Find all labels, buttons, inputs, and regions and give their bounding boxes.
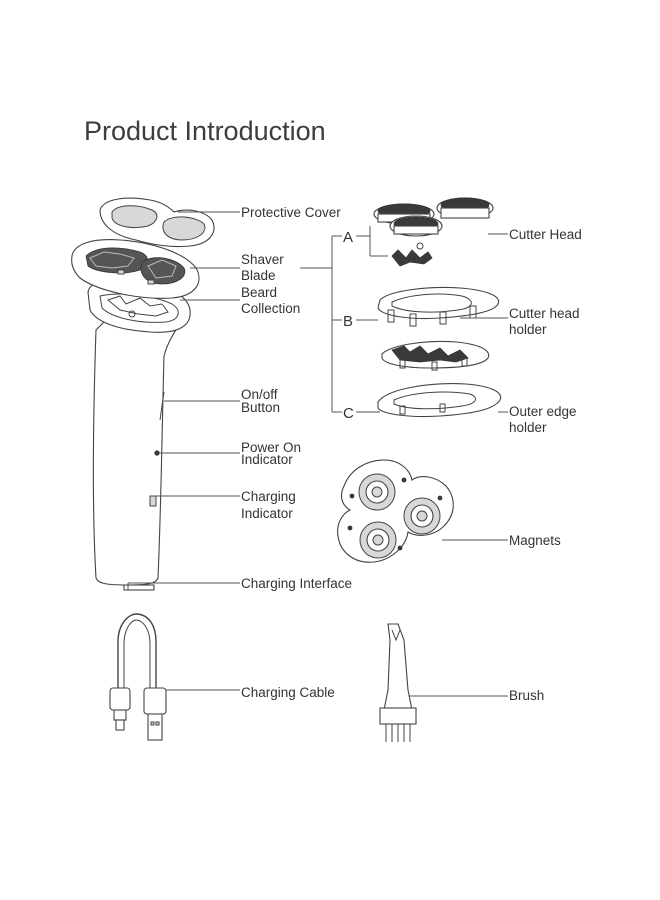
cutter-head-illustration [373,197,494,267]
group-letter-c: C [343,405,354,422]
label-outer-edge-line1: Outer edge [509,404,577,419]
label-charging-indicator-line2: Indicator [241,506,293,521]
group-bracket [300,235,342,413]
label-onoff-line2: Button [241,400,280,415]
right-leader-lines [408,233,508,697]
page-title: Product Introduction [84,116,326,146]
label-magnets: Magnets [509,533,561,548]
magnets-illustration [337,459,454,563]
label-shaver-line2: Blade [241,268,276,283]
label-protective-cover: Protective Cover [241,205,341,220]
label-charging-cable: Charging Cable [241,685,335,700]
label-power-line1: Power On [241,440,301,455]
outer-edge-holder-illustration [377,383,502,418]
label-beard-line1: Beard [241,285,277,300]
left-leader-lines [127,211,240,691]
label-beard-line2: Collection [241,301,300,316]
label-shaver-line1: Shaver [241,252,284,267]
charging-cable-illustration [109,613,167,741]
label-onoff-line1: On/off [241,387,278,402]
cutter-head-holder-illustration [377,286,500,371]
label-cutter-holder-line2: holder [509,322,547,337]
label-charging-interface: Charging Interface [241,576,352,591]
label-charging-indicator-line1: Charging [241,489,296,504]
label-power-line2: Indicator [241,452,293,467]
label-brush: Brush [509,688,544,703]
label-outer-edge-line2: holder [509,420,547,435]
label-cutter-head: Cutter Head [509,227,582,242]
group-letter-a: A [343,229,353,246]
protective-cover-illustration [99,197,215,248]
label-cutter-holder-line1: Cutter head [509,306,580,321]
brush-illustration [379,623,417,742]
group-letter-b: B [343,313,353,330]
shaver-blade-illustration [71,239,200,299]
